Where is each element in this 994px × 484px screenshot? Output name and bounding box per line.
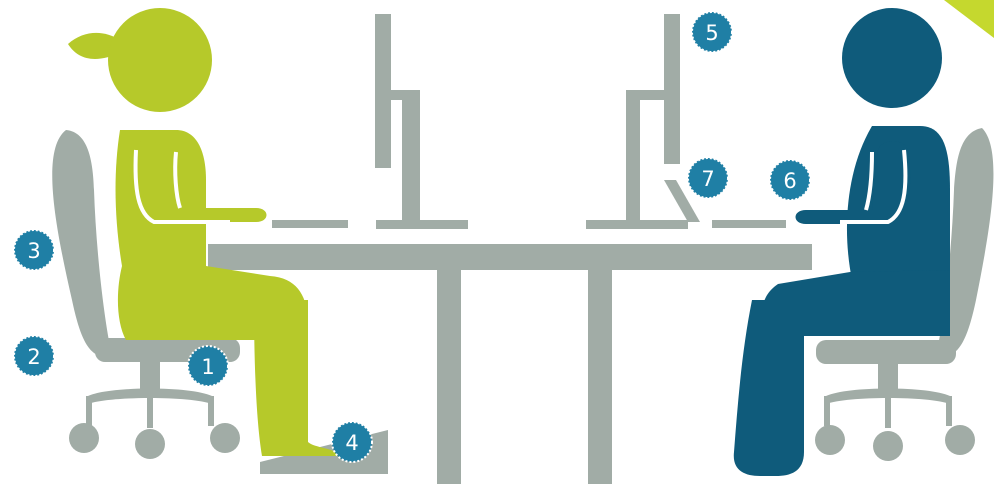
desk-leg-right	[588, 270, 612, 484]
woman-leg	[254, 300, 340, 456]
marker-7-label: 7	[701, 167, 714, 191]
woman-figure	[68, 8, 340, 456]
desk-leg-left	[437, 270, 461, 484]
right-keyboard	[712, 220, 786, 228]
marker-1-label: 1	[201, 355, 214, 379]
left-keyboard	[272, 220, 348, 228]
desk-top	[208, 244, 812, 270]
marker-6-label: 6	[783, 169, 796, 193]
marker-3-label: 3	[27, 239, 40, 263]
marker-4-label: 4	[345, 431, 358, 455]
man-figure	[734, 8, 950, 476]
right-monitor	[586, 14, 688, 229]
marker-1: 1	[188, 346, 228, 386]
marker-5: 5	[692, 12, 732, 52]
man-head	[842, 8, 942, 108]
man-leg	[734, 300, 804, 476]
marker-5-label: 5	[705, 21, 718, 45]
woman-head	[108, 8, 212, 112]
marker-4: 4	[332, 422, 372, 462]
left-monitor	[375, 14, 468, 229]
marker-6: 6	[770, 160, 810, 200]
marker-2: 2	[14, 336, 54, 376]
corner-accent	[944, 0, 994, 38]
marker-2-label: 2	[27, 345, 40, 369]
marker-7: 7	[688, 158, 728, 198]
marker-3: 3	[14, 230, 54, 270]
